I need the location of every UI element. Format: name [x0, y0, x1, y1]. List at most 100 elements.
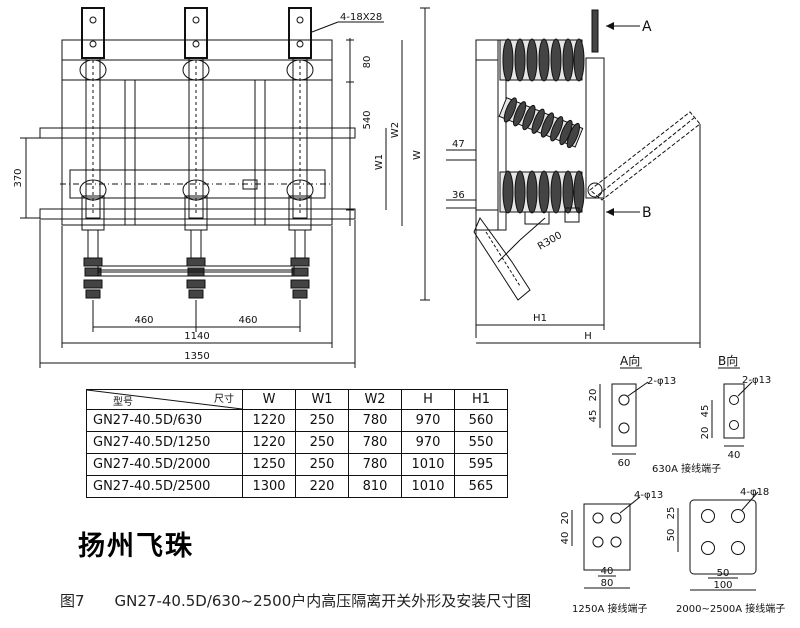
row-cell: 250	[295, 409, 349, 432]
row-cell: 780	[348, 409, 402, 432]
front-view: 4-18X28 80 540 W1 W2 W 370 460 460	[13, 7, 430, 368]
side-base-channel	[475, 39, 499, 231]
a-w60: 60	[618, 458, 631, 469]
a-d45: 45	[588, 410, 599, 423]
row-cell: 565	[454, 475, 508, 498]
header-size-label: 尺寸	[214, 394, 234, 405]
arrow-b-label: B	[642, 205, 652, 221]
diagonal-insulator	[498, 97, 584, 149]
col-header: W2	[348, 389, 402, 410]
dim-w1: W1	[374, 154, 385, 170]
t1250-w80: 80	[601, 578, 614, 589]
row-cell: 1300	[242, 475, 296, 498]
dim-1140: 1140	[184, 331, 209, 342]
table-row: GN27-40.5D/630 1220 250 780 970 560	[86, 409, 508, 432]
t1250-d20: 20	[560, 512, 571, 525]
row-cell: 970	[401, 409, 455, 432]
row-cell: 220	[295, 475, 349, 498]
side-view: R300 A B 47 36 H1 H	[446, 9, 701, 348]
dim-1350: 1350	[184, 351, 209, 362]
row-model: GN27-40.5D/630	[86, 409, 243, 432]
row-cell: 550	[454, 431, 508, 454]
row-cell: 250	[295, 431, 349, 454]
t1250-holes: 4-φ13	[634, 490, 663, 501]
dim-w: W	[412, 150, 423, 160]
row-cell: 595	[454, 453, 508, 476]
dim-w2: W2	[390, 122, 401, 138]
b-d20: 20	[700, 427, 711, 440]
row-cell: 1010	[401, 475, 455, 498]
row-cell: 560	[454, 409, 508, 432]
lower-insulator	[499, 170, 585, 214]
dim-460-left: 460	[134, 315, 153, 326]
t2000-w100: 100	[713, 580, 732, 591]
b-w40: 40	[728, 450, 741, 461]
upper-insulator	[499, 38, 585, 82]
t2000-holes: 4-φ18	[740, 487, 769, 498]
row-model: GN27-40.5D/2000	[86, 453, 243, 476]
lower-shaft	[39, 208, 356, 220]
label-2000: 2000~2500A 接线端子	[676, 602, 785, 615]
row-model: GN27-40.5D/2500	[86, 475, 243, 498]
dim-36: 36	[452, 190, 465, 201]
label-1250: 1250A 接线端子	[572, 602, 647, 615]
terminal-b-view: B向 2-φ13 20 45 40	[700, 353, 771, 461]
pole-middle	[182, 7, 210, 299]
table-header-row: 型号 尺寸 W W1 W2 H H1	[86, 389, 508, 410]
row-cell: 1220	[242, 431, 296, 454]
pole-left	[79, 7, 107, 299]
b-holes-label: 2-φ13	[742, 375, 771, 386]
row-cell: 1010	[401, 453, 455, 476]
dim-370: 370	[13, 168, 24, 187]
col-header: H	[401, 389, 455, 410]
a-d20: 20	[588, 389, 599, 402]
row-cell: 780	[348, 453, 402, 476]
dim-h1: H1	[533, 313, 547, 324]
t1250-d40: 40	[560, 532, 571, 545]
b-view-title: B向	[718, 353, 738, 368]
row-cell: 1250	[242, 453, 296, 476]
t2000-d50: 50	[666, 529, 677, 542]
table-corner-cell: 型号 尺寸	[86, 389, 243, 410]
row-cell: 810	[348, 475, 402, 498]
dim-460-right: 460	[238, 315, 257, 326]
dim-47: 47	[452, 139, 465, 150]
spec-table: 型号 尺寸 W W1 W2 H H1 GN27-40.5D/630 1220 2…	[86, 389, 508, 498]
t2000-w50: 50	[717, 568, 730, 579]
a-view-title: A向	[620, 353, 640, 368]
t1250-w40: 40	[601, 566, 614, 577]
contact-blade	[585, 57, 605, 199]
side-radius-label: R300	[536, 230, 564, 253]
terminal-2000-view: 4-φ18 25 50 50 100	[666, 487, 769, 591]
row-cell: 250	[295, 453, 349, 476]
open-blade	[589, 111, 701, 201]
upper-shaft	[39, 127, 356, 139]
table-row: GN27-40.5D/1250 1220 250 780 970 550	[86, 431, 508, 454]
header-model-label: 型号	[113, 397, 133, 408]
row-cell: 780	[348, 431, 402, 454]
front-dimensions: 4-18X28 80 540 W1 W2 W 370 460 460	[13, 7, 430, 368]
col-header: W1	[295, 389, 349, 410]
hole-spec-label: 4-18X28	[340, 12, 382, 23]
arrow-a-label: A	[642, 19, 652, 35]
col-header: H1	[454, 389, 508, 410]
row-cell: 1220	[242, 409, 296, 432]
dim-80: 80	[362, 56, 373, 69]
label-630: 630A 接线端子	[652, 462, 721, 475]
a-holes-label: 2-φ13	[647, 376, 676, 387]
pole-right	[286, 7, 314, 299]
terminal-a-view: A向 2-φ13 20 45 60	[588, 353, 676, 469]
brand-name: 扬州飞珠	[78, 531, 194, 562]
dim-540: 540	[362, 110, 373, 129]
figure-number: 图7	[60, 592, 85, 610]
terminal-1250-view: 4-φ13 20 40 40 80	[560, 490, 663, 589]
base-frame	[61, 79, 333, 226]
table-row: GN27-40.5D/2500 1300 220 810 1010 565	[86, 475, 508, 498]
table-row: GN27-40.5D/2000 1250 250 780 1010 595	[86, 453, 508, 476]
row-model: GN27-40.5D/1250	[86, 431, 243, 454]
b-d45: 45	[700, 405, 711, 418]
t2000-d25: 25	[666, 507, 677, 520]
